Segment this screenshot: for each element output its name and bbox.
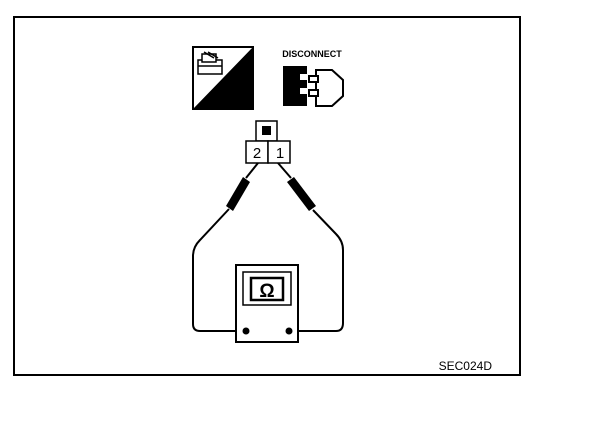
plug-icon: [308, 69, 344, 107]
meter-terminal-right: [285, 327, 293, 335]
disconnect-label: DISCONNECT: [282, 49, 342, 59]
figure-code: SEC024D: [439, 359, 493, 373]
pin-2-label: 2: [253, 145, 261, 162]
harness-connector: 2 1: [245, 120, 291, 164]
probe-right: [287, 177, 316, 211]
toolbox-icon: [197, 51, 223, 75]
ohm-symbol: Ω: [259, 281, 274, 302]
meter-terminal-left: [242, 327, 250, 335]
ohmmeter: Ω: [235, 264, 299, 343]
figure-frame: [13, 16, 521, 376]
test-lead-right: [277, 162, 344, 332]
ts-label: T.S.: [224, 92, 246, 107]
ts-icon: T.S.: [192, 46, 254, 110]
test-lead-left: [192, 162, 259, 332]
pin-1-label: 1: [276, 145, 284, 162]
probe-left: [226, 177, 250, 211]
disconnect-icon: DISCONNECT: [282, 49, 344, 107]
